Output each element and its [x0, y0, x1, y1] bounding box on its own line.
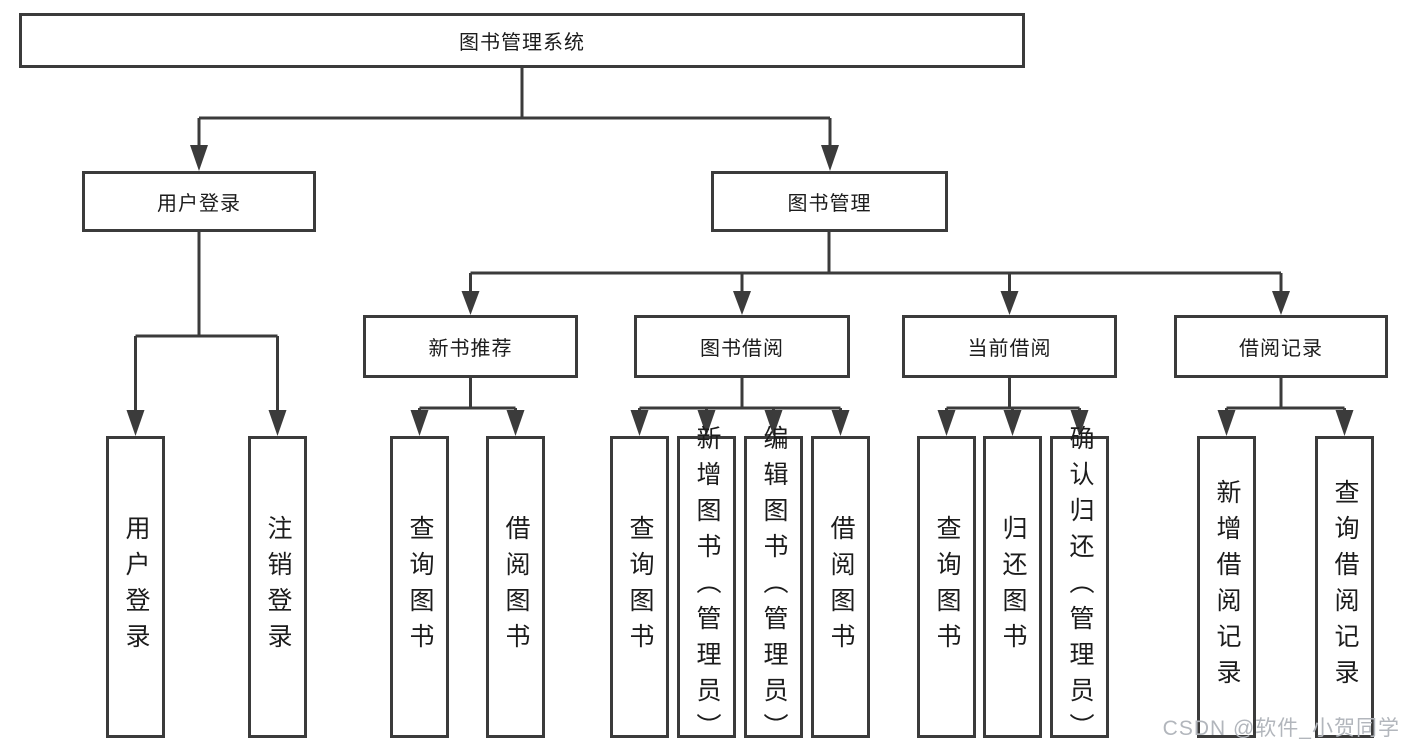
- node-label: 确认归还（管理员）: [1066, 425, 1094, 747]
- node-user-login: 用户登录: [82, 171, 316, 232]
- node-label: 查询图书: [933, 515, 961, 659]
- node-book-borrowing: 图书借阅: [634, 315, 850, 378]
- node-borrowing-records: 借阅记录: [1174, 315, 1388, 378]
- node-label: 查询图书: [406, 515, 434, 659]
- node-book-management: 图书管理: [711, 171, 948, 232]
- leaf-logout: 注销登录: [248, 436, 307, 738]
- node-label: 借阅记录: [1239, 338, 1323, 360]
- node-label: 新书推荐: [428, 338, 513, 360]
- node-label: 图书管理系统: [459, 32, 585, 54]
- node-label: 图书管理: [787, 193, 872, 215]
- leaf-query-books-current: 查询图书: [917, 436, 976, 738]
- node-label: 编辑图书（管理员）: [760, 425, 788, 747]
- node-label: 注销登录: [264, 515, 292, 659]
- node-label: 借阅图书: [502, 515, 530, 659]
- csdn-watermark: CSDN @软件_小贺同学: [1162, 717, 1400, 740]
- node-label: 借阅图书: [827, 515, 855, 659]
- leaf-add-book-admin: 新增图书（管理员）: [677, 425, 736, 747]
- leaf-borrow-books: 借阅图书: [811, 436, 870, 738]
- node-label: 图书借阅: [700, 338, 784, 360]
- leaf-edit-book-admin: 编辑图书（管理员）: [744, 425, 803, 747]
- leaf-confirm-return-admin: 确认归还（管理员）: [1050, 425, 1109, 747]
- node-label: 新增图书（管理员）: [693, 425, 721, 747]
- node-label: 用户登录: [122, 515, 150, 659]
- node-label: 用户登录: [157, 193, 241, 215]
- leaf-add-borrow-record: 新增借阅记录: [1197, 436, 1256, 738]
- node-label: 当前借阅: [967, 338, 1052, 360]
- leaf-return-books: 归还图书: [983, 436, 1042, 738]
- node-label: 新增借阅记录: [1213, 479, 1241, 695]
- leaf-user-login: 用户登录: [106, 436, 165, 738]
- node-label: 归还图书: [999, 515, 1027, 659]
- node-label: 查询图书: [626, 515, 654, 659]
- leaf-query-borrow-record: 查询借阅记录: [1315, 436, 1374, 738]
- node-current-borrowing: 当前借阅: [902, 315, 1117, 378]
- leaf-query-books-borrow: 查询图书: [610, 436, 669, 738]
- node-new-book-recommend: 新书推荐: [363, 315, 578, 378]
- node-library-system: 图书管理系统: [19, 13, 1025, 68]
- leaf-borrow-books-recommend: 借阅图书: [486, 436, 545, 738]
- node-label: 查询借阅记录: [1331, 479, 1359, 695]
- leaf-query-books-recommend: 查询图书: [390, 436, 449, 738]
